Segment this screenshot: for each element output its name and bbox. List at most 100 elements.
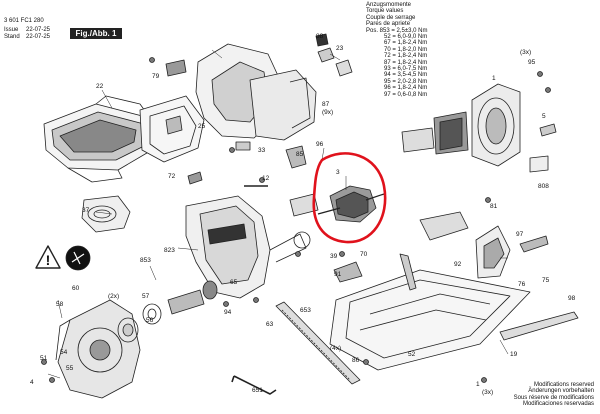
bevel-bracket-part	[419, 211, 511, 279]
torque-row: 72 = 1,8-2,4 Nm	[384, 53, 428, 60]
gear-housing-part	[185, 195, 307, 299]
torque-heading: Couple de serrage	[366, 14, 416, 21]
callout-label: 25	[198, 123, 206, 130]
torque-row: Pos. 853 = 2,5±3,0 Nm	[366, 27, 428, 34]
torque-row: 95 = 2,0-2,8 Nm	[384, 78, 428, 85]
callout-label: 88	[316, 33, 324, 40]
read-manual-icon	[65, 245, 91, 271]
issue-label: Issue	[4, 27, 19, 33]
footer-line: Sous réserve de modifications	[513, 394, 594, 401]
callout-label: 65	[230, 279, 238, 286]
callout-label: 79	[152, 73, 160, 80]
figure-label: Fig./Abb. 1	[70, 28, 122, 39]
highlight-circle	[312, 152, 387, 244]
callout-label: 95	[528, 59, 536, 66]
spindle-parts	[117, 280, 218, 343]
footer-line: Änderungen vorbehalten	[528, 388, 594, 395]
quantity-label: (3x)	[482, 389, 493, 396]
callout-label: 55	[66, 365, 74, 372]
torque-heading: Torque values	[366, 8, 404, 15]
motor-housing-part	[139, 43, 317, 163]
svg-text:!: !	[46, 252, 51, 268]
base-plate-part	[329, 269, 531, 371]
hex-key-part	[231, 375, 277, 395]
callout-label: 19	[510, 351, 518, 358]
callout-label: 853	[140, 257, 151, 264]
callout-label: 23	[336, 45, 344, 52]
torque-row: 94 = 3,5-4,5 Nm	[384, 72, 428, 79]
torque-table: Anzugsmomente Torque values Couple de se…	[366, 2, 428, 98]
part-number: 3 601 FC1 280	[4, 18, 44, 24]
callout-label: 5	[542, 113, 546, 120]
footer-line: Modificaciones reservadas	[522, 401, 594, 408]
torque-heading: Pares de apriete	[366, 21, 411, 28]
callout-label: 653	[300, 307, 311, 314]
dust-adapter-part	[81, 195, 131, 233]
parallel-guide-part	[275, 301, 361, 385]
callout-label: 22	[96, 83, 104, 90]
issue-date: 22-07-25	[26, 27, 51, 33]
torque-heading: Anzugsmomente	[366, 2, 412, 8]
callout-label: 76	[518, 281, 526, 288]
small-components	[165, 33, 557, 291]
callout-label: 92	[454, 261, 462, 268]
battery-pack-part	[43, 95, 153, 183]
footer-line: Modifications reserved	[533, 381, 594, 388]
callout-label: 37	[82, 207, 90, 214]
stand-date: 22-07-25	[26, 34, 51, 40]
callout-label: 52	[408, 351, 416, 358]
callout-label: 94	[224, 309, 232, 316]
stand-label: Stand	[4, 34, 20, 40]
quantity-label: (2x)	[108, 293, 119, 300]
callout-label: 39	[330, 253, 338, 260]
callout-label: 87	[322, 101, 330, 108]
callout-label: 57	[142, 293, 150, 300]
torque-row: 70 = 1,8-2,0 Nm	[384, 46, 428, 53]
callout-label: 33	[258, 147, 266, 154]
torque-row: 87 = 1,8-2,4 Nm	[384, 59, 428, 66]
quantity-label: (9x)	[322, 109, 333, 116]
callout-label: 1	[476, 381, 480, 388]
callout-label: 58	[56, 301, 64, 308]
callout-label: 70	[360, 251, 368, 258]
torque-row: 67 = 1,8-2,4 Nm	[384, 40, 428, 47]
callout-label: 91	[334, 271, 342, 278]
quantity-label: (3x)	[520, 49, 531, 56]
blade-guard-part	[55, 299, 141, 399]
callout-label: 56	[146, 317, 154, 324]
callout-label: 823	[164, 247, 175, 254]
callout-label: 98	[568, 295, 576, 302]
callout-label: 97	[516, 231, 524, 238]
callout-label: 72	[168, 173, 176, 180]
torque-row: 97 = 0,6-0,8 Nm	[384, 91, 428, 98]
callout-label: 96	[316, 141, 324, 148]
callout-label: 85	[296, 151, 304, 158]
callout-label: 60	[72, 285, 80, 292]
torque-row: 52 = 6,0-9,0 Nm	[384, 34, 428, 41]
quantity-label: (4x)	[330, 345, 341, 352]
callout-label: 808	[538, 183, 549, 190]
callout-label: 651	[252, 387, 263, 394]
callout-label: 81	[490, 203, 498, 210]
callout-label: 12	[262, 175, 270, 182]
torque-row: 93 = 6,0-7,5 Nm	[384, 66, 428, 73]
torque-row: 96 = 1,8-2,4 Nm	[384, 85, 428, 92]
leader-lines	[47, 49, 509, 379]
warning-icon: !	[35, 245, 61, 269]
screws	[41, 57, 551, 383]
callout-label: 51	[40, 355, 48, 362]
callout-label: 3	[336, 169, 340, 176]
modifications-notice: Modifications reserved Änderungen vorbeh…	[514, 382, 594, 408]
guide-rail-part	[499, 311, 579, 341]
callout-labels: 22 79 88 23 87 95 5 1 808 25 33 72 12 96…	[30, 33, 576, 396]
armature-part	[317, 185, 385, 223]
callout-label: 54	[60, 349, 68, 356]
callout-label: 86	[352, 357, 360, 364]
callout-label: 75	[542, 277, 550, 284]
callout-label: 1	[492, 75, 496, 82]
motor-stator-part	[401, 83, 521, 167]
callout-label: 4	[30, 379, 34, 386]
callout-label: 63	[266, 321, 274, 328]
